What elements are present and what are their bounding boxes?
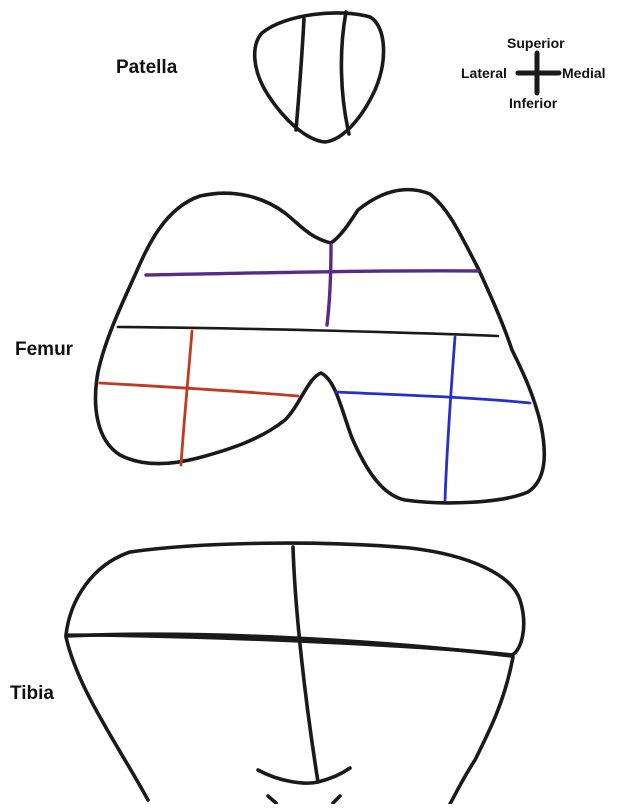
tibia-plateau-transverse-line (66, 634, 512, 656)
tibia-diagram (66, 543, 524, 804)
tibia-right-contour (450, 657, 513, 804)
femur-diagram (96, 190, 545, 503)
femur-upper-vertical-line (327, 245, 331, 325)
patella-right-division (341, 12, 349, 134)
superior-label: Superior (507, 35, 565, 51)
patella-label: Patella (116, 57, 177, 79)
femur-lateral-vertical-line (181, 331, 192, 465)
femur-medial-transverse-line (336, 392, 530, 403)
femur-upper-transverse-line (146, 271, 478, 275)
tibia-vertical-line (293, 547, 318, 782)
tibia-left-contour (66, 637, 148, 800)
femur-outline (96, 190, 545, 503)
tibia-label: Tibia (10, 683, 54, 705)
femur-lateral-transverse-line (100, 383, 298, 396)
tibia-bottom-notch-right (333, 796, 340, 803)
orientation-compass (518, 53, 559, 93)
patella-left-division (296, 19, 304, 130)
tibia-bottom-contour (258, 768, 350, 783)
medial-label: Medial (562, 65, 606, 81)
femur-medial-vertical-line (445, 337, 455, 500)
patella-diagram (255, 12, 384, 142)
tibia-bottom-notch-left (268, 796, 276, 803)
femur-middle-transverse-line (118, 327, 498, 336)
lateral-label: Lateral (461, 65, 507, 81)
patella-outline (255, 13, 384, 142)
inferior-label: Inferior (509, 95, 557, 111)
femur-label: Femur (15, 339, 73, 361)
